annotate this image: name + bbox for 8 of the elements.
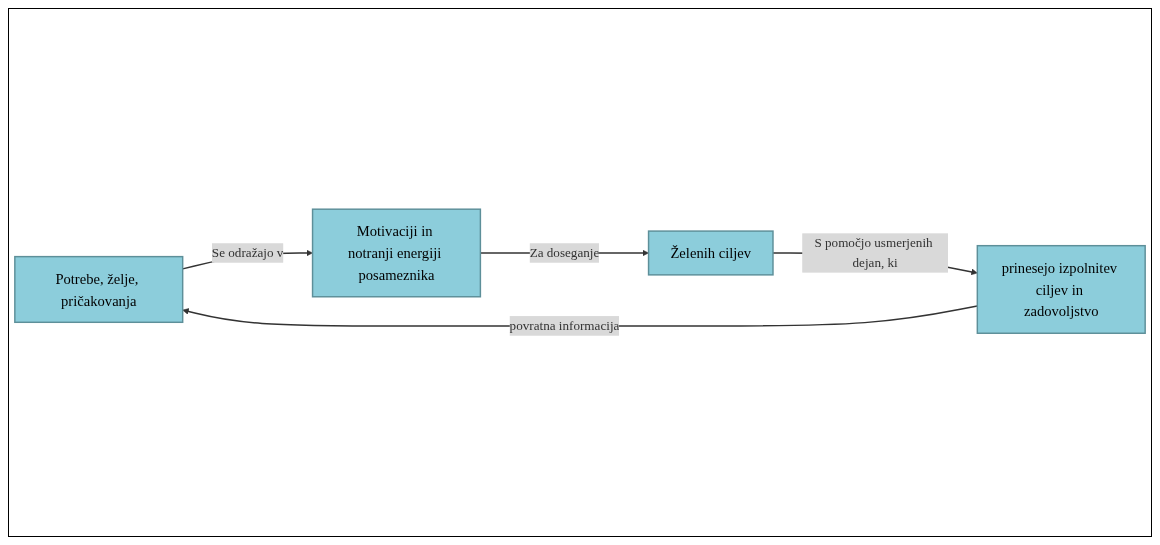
edge-label: povratna informacija (509, 318, 620, 333)
edge-label: Za doseganje (529, 245, 600, 260)
node-box: Motivaciji in notranji energiji posameznika (311, 208, 482, 298)
edge-label: Se odražajo v (211, 245, 284, 260)
node-box: Potrebe, želje, pričakovanja (14, 255, 184, 324)
edge-label: S pomočjo usmerjenih dejan, ki (814, 235, 933, 270)
node-box: prinesejo izpolnitev ciljev in zadovoljstvo (976, 244, 1146, 334)
node-box: Želenih ciljev (647, 230, 774, 276)
